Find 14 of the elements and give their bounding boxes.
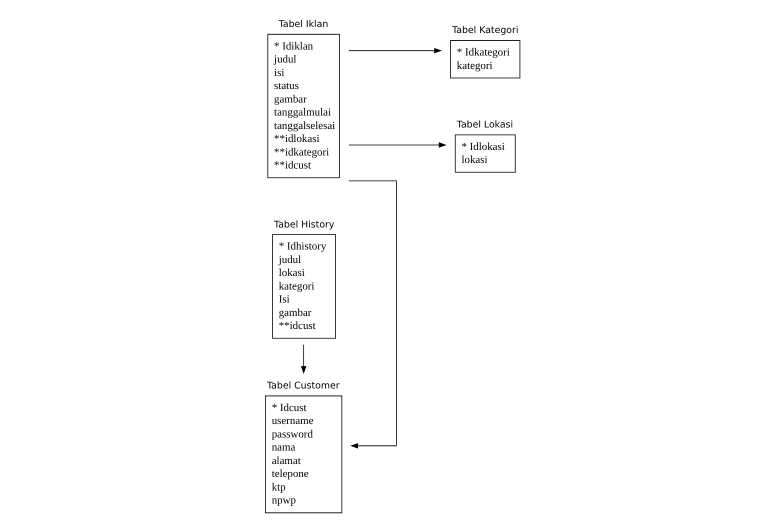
arrow <box>348 142 446 148</box>
node-box: * Idcust username password nama alamat telepone ktp npwp <box>264 396 342 514</box>
node-box: * Idhistory judul lokasi kategori Isi gambar **idcust <box>272 234 336 339</box>
node-label: Tabel Iklan <box>278 18 328 30</box>
arrow <box>348 180 396 449</box>
node-label: Tabel Customer <box>266 380 340 392</box>
arrow <box>348 48 442 54</box>
node-label: Tabel Kategori <box>452 25 518 36</box>
node-box: * Idkategori kategori <box>450 40 520 78</box>
node-box: * Idiklan judul isi status gambar tanggalmulai tanggalselesai **idlokasi **idkategori **idcust <box>266 34 340 178</box>
arrow <box>300 344 306 374</box>
node-label: Tabel Lokasi <box>456 120 513 131</box>
node-label: Tabel History <box>274 219 334 230</box>
node-box: * Idlokasi lokasi <box>454 134 516 173</box>
